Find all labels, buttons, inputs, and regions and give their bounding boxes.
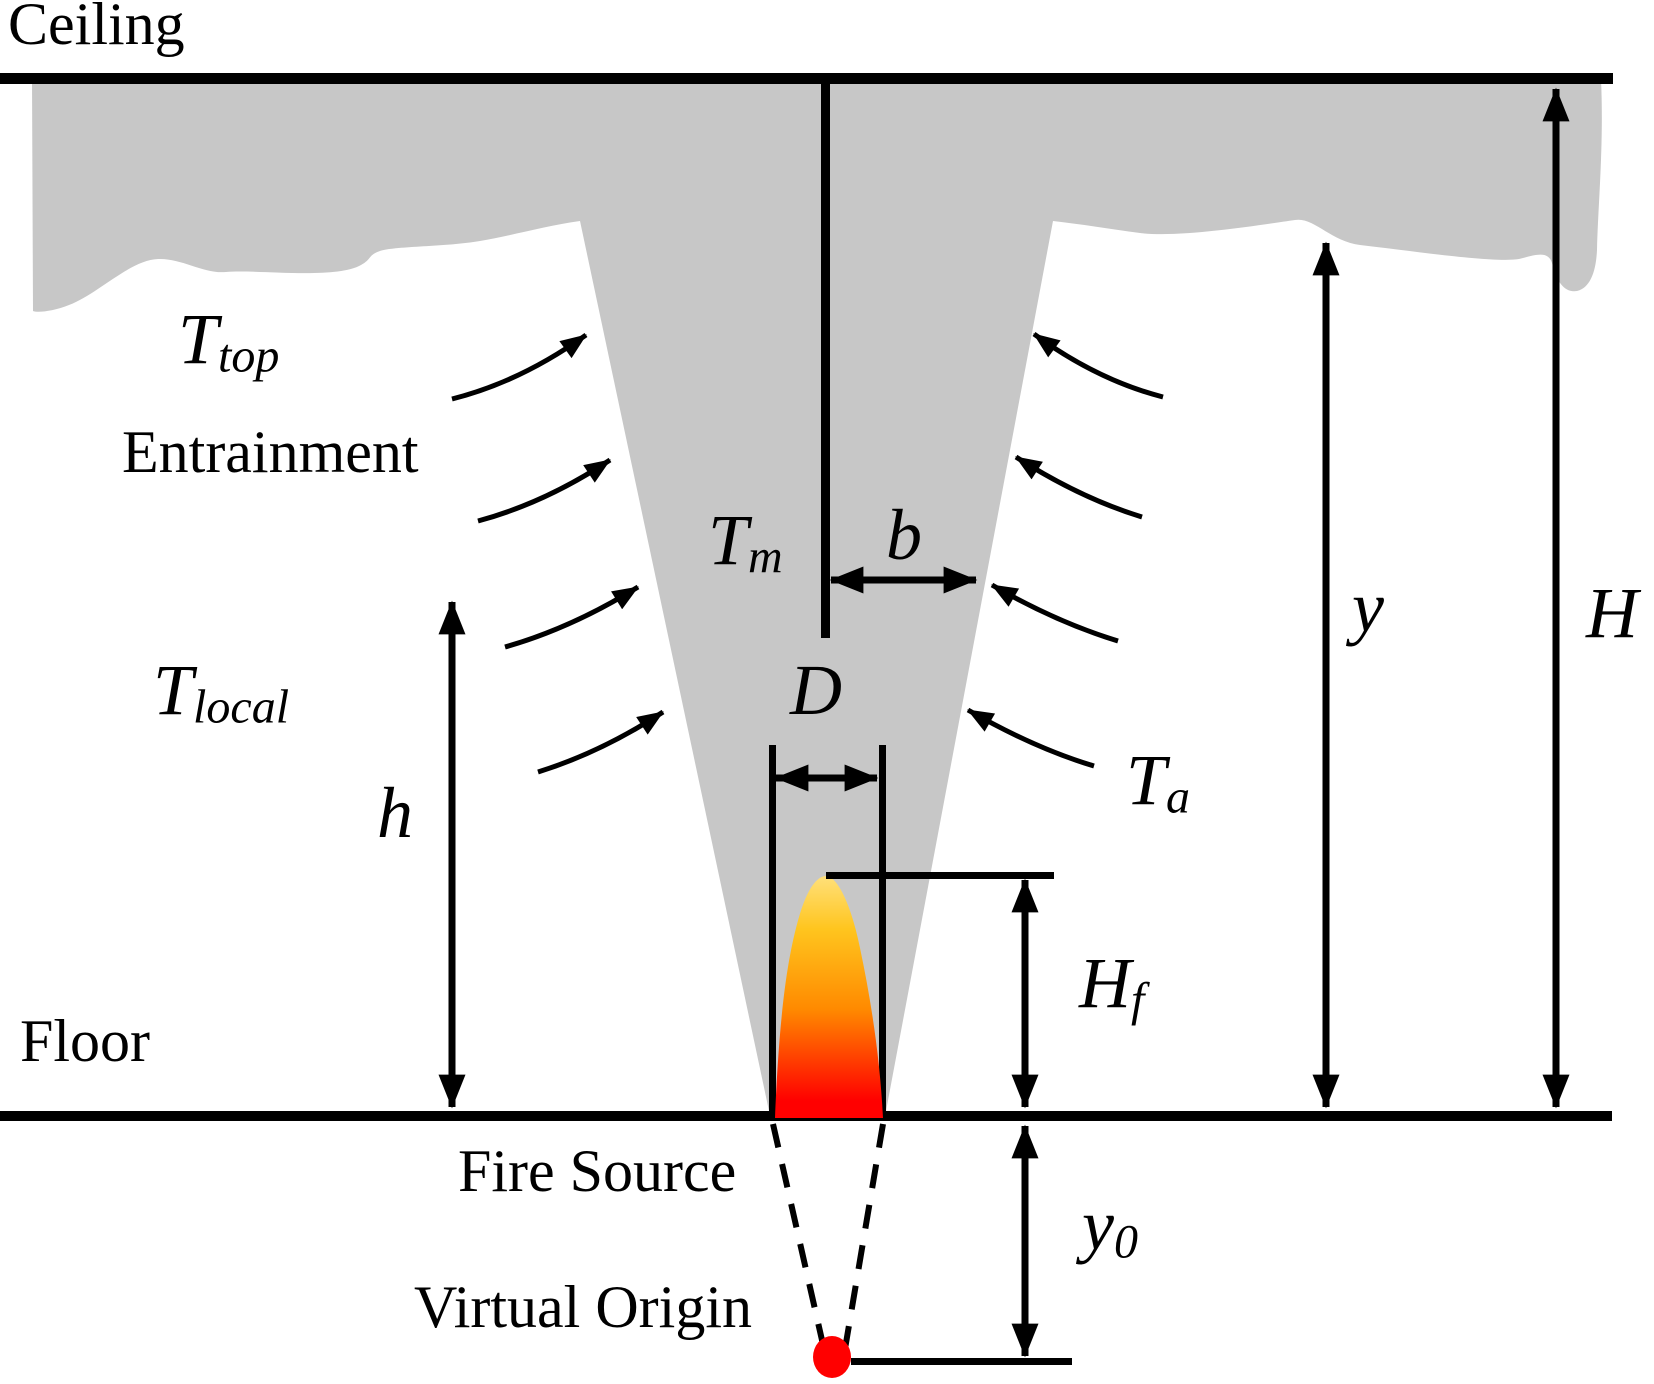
ceiling-height-label: H xyxy=(1586,573,1638,653)
entrainment-arrow-right-1 xyxy=(1032,331,1164,400)
flame-height-subscript: f xyxy=(1131,973,1145,1027)
smoke-layer-and-plume-cone xyxy=(32,79,1602,1111)
fire-source-label: Fire Source xyxy=(458,1138,737,1204)
virtual-origin-depth-label: y0 xyxy=(1082,1189,1138,1267)
local-height-label: h xyxy=(377,773,413,853)
t-local-base: T xyxy=(153,650,194,730)
entrainment-arrow-left-4 xyxy=(537,709,665,775)
plume-height-label: y xyxy=(1352,567,1384,647)
t-a-label: Ta xyxy=(1126,744,1190,822)
t-top-subscript: top xyxy=(218,329,280,383)
flame-height-label: Hf xyxy=(1079,947,1144,1025)
flame-height-base: H xyxy=(1079,943,1131,1023)
flame xyxy=(775,876,883,1118)
floor-label: Floor xyxy=(20,1008,151,1074)
t-top-label: Ttop xyxy=(178,303,279,381)
entrainment-arrow-right-4 xyxy=(966,707,1095,769)
t-a-base: T xyxy=(1126,740,1167,820)
plume-radius-label: b xyxy=(886,495,922,575)
virtual-origin-line xyxy=(851,1358,1072,1365)
virtual-origin-depth-base: y xyxy=(1082,1185,1114,1265)
entrainment-arrow-left-1 xyxy=(451,332,588,402)
ceiling-line xyxy=(0,73,1613,84)
fire-diameter-label: D xyxy=(790,650,842,730)
virtual-origin-dot xyxy=(813,1336,851,1378)
t-local-subscript: local xyxy=(193,680,290,734)
t-m-base: T xyxy=(708,500,749,580)
virtual-origin-dashed-lines xyxy=(770,1123,886,1350)
entrainment-arrows xyxy=(451,331,1164,775)
entrainment-arrow-left-2 xyxy=(477,457,612,524)
ceiling-label: Ceiling xyxy=(8,0,185,57)
plume-centerline xyxy=(821,84,830,638)
t-top-base: T xyxy=(178,299,219,379)
t-m-subscript: m xyxy=(748,530,783,584)
entrainment-arrow-right-2 xyxy=(1014,454,1143,520)
fire-diameter-ticks xyxy=(769,745,886,1121)
virtual-origin-label: Virtual Origin xyxy=(414,1274,752,1340)
t-local-label: Tlocal xyxy=(153,654,289,732)
entrainment-arrow-left-3 xyxy=(504,584,640,650)
flame-top-line xyxy=(826,872,1054,879)
virtual-origin-depth-subscript: 0 xyxy=(1113,1215,1138,1269)
t-m-label: Tm xyxy=(708,504,783,582)
entrainment-label: Entrainment xyxy=(122,419,419,485)
t-a-subscript: a xyxy=(1166,770,1191,824)
entrainment-arrow-right-3 xyxy=(990,582,1119,644)
